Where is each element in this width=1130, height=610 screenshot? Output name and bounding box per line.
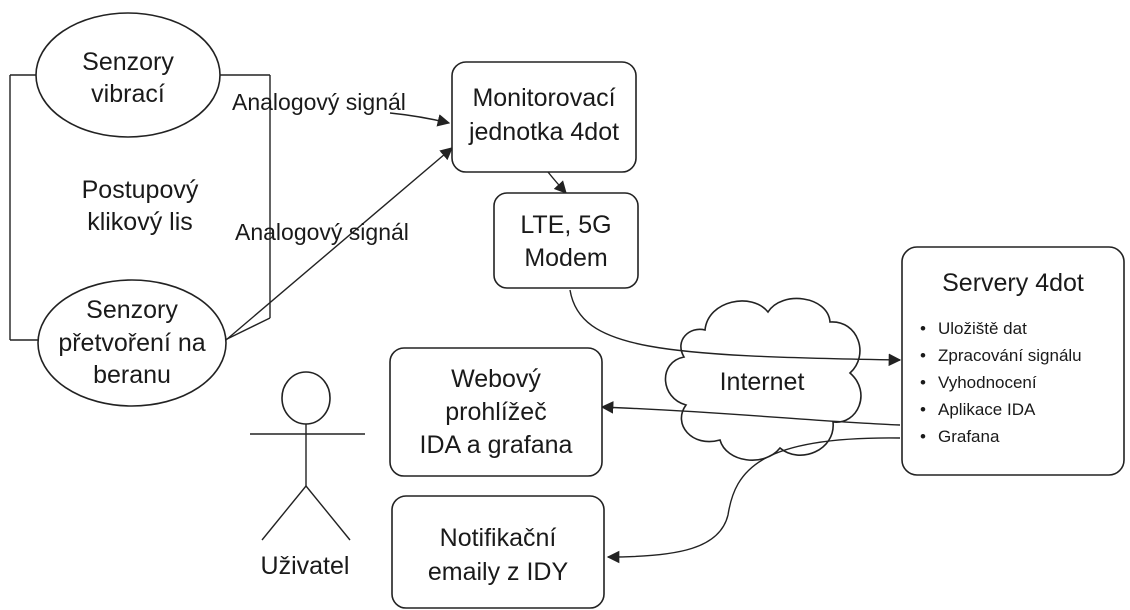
internet-cloud: Internet (664, 297, 862, 461)
monitoring-unit-line-2: jednotka 4dot (468, 118, 619, 146)
vibration-sensors-line-1: Senzory (82, 48, 174, 76)
server-item-bullet: • (920, 427, 926, 446)
analog-signal-arrow-1: Analogový signál (232, 89, 451, 127)
monitoring-unit-node: Monitorovací jednotka 4dot (451, 61, 637, 173)
notification-emails-node: Notifikační emaily z IDY (391, 495, 605, 609)
notification-emails-line-2: emaily z IDY (428, 558, 569, 586)
unit-to-modem-arrow (547, 171, 567, 194)
internet-label: Internet (720, 368, 805, 396)
modem-line-2: Modem (524, 244, 607, 272)
server-item-bullet: • (920, 346, 926, 365)
user-label: Uživatel (261, 552, 350, 580)
web-browser-line-3: IDA a grafana (420, 431, 573, 459)
notification-emails-line-1: Notifikační (440, 524, 557, 552)
web-browser-line-2: prohlížeč (445, 398, 546, 426)
server-item-storage: Uložiště dat (938, 319, 1027, 338)
user-actor: Uživatel (250, 371, 365, 580)
server-item-bullet: • (920, 400, 926, 419)
modem-to-servers-arrow (569, 289, 902, 367)
press-label: Postupový klikový lis (82, 176, 199, 236)
servers-to-emails-arrow (606, 437, 901, 564)
modem-line-1: LTE, 5G (520, 211, 611, 239)
deformation-sensors-line-2: přetvoření na (58, 329, 205, 357)
server-item-grafana: Grafana (938, 427, 1000, 446)
modem-node: LTE, 5G Modem (493, 192, 639, 289)
deformation-sensors-line-3: beranu (93, 361, 171, 389)
servers-to-browser-arrow (600, 401, 901, 426)
analog-signal-label-1: Analogový signál (232, 89, 406, 115)
vibration-sensors-line-2: vibrací (91, 80, 165, 108)
analog-signal-arrow-2: Analogový signál (225, 147, 453, 341)
server-item-processing: Zpracování signálu (938, 346, 1082, 365)
press-line-1: Postupový (82, 176, 199, 204)
web-browser-line-1: Webový (451, 365, 541, 393)
server-item-bullet: • (920, 319, 926, 338)
vibration-sensors-node: Senzory vibrací (35, 12, 221, 138)
analog-signal-label-2: Analogový signál (235, 219, 409, 245)
server-item-evaluation: Vyhodnocení (938, 373, 1037, 392)
servers-item-list: • Uložiště dat • Zpracování signálu • Vy… (920, 319, 1082, 446)
server-item-bullet: • (920, 373, 926, 392)
servers-node: Servery 4dot • Uložiště dat • Zpracování… (901, 246, 1125, 476)
deformation-sensors-line-1: Senzory (86, 296, 178, 324)
press-line-2: klikový lis (87, 208, 193, 236)
server-item-ida: Aplikace IDA (938, 400, 1036, 419)
deformation-sensors-node: Senzory přetvoření na beranu (37, 279, 227, 407)
user-figure-icon (250, 371, 365, 541)
servers-title: Servery 4dot (942, 269, 1084, 297)
web-browser-node: Webový prohlížeč IDA a grafana (389, 347, 603, 477)
monitoring-unit-line-1: Monitorovací (472, 84, 615, 112)
